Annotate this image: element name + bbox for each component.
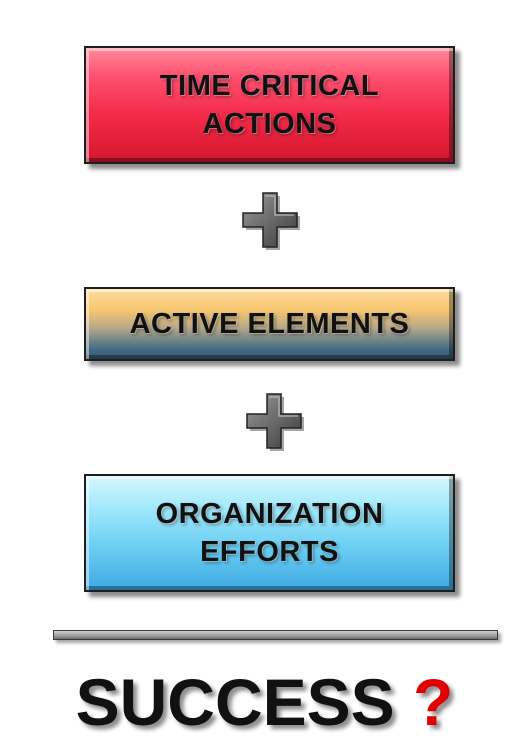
box-label-line: TIME CRITICAL bbox=[159, 70, 380, 102]
organization-efforts-box: ORGANIZATION EFFORTS bbox=[84, 474, 455, 592]
box-label-line: ACTIVE ELEMENTS bbox=[129, 308, 410, 340]
time-critical-actions-box: TIME CRITICAL ACTIONS bbox=[84, 46, 455, 164]
result-heading: SUCCESS ? bbox=[0, 660, 529, 744]
question-mark: ? bbox=[413, 665, 454, 739]
box-label-line: ORGANIZATION bbox=[155, 498, 384, 530]
box-label-line: EFFORTS bbox=[200, 536, 339, 568]
active-elements-box: ACTIVE ELEMENTS bbox=[84, 287, 455, 361]
plus-icon bbox=[242, 192, 300, 250]
box-label-line: ACTIONS bbox=[202, 108, 337, 140]
equals-divider bbox=[53, 630, 498, 640]
result-text: SUCCESS bbox=[75, 665, 395, 739]
plus-icon bbox=[246, 393, 304, 451]
